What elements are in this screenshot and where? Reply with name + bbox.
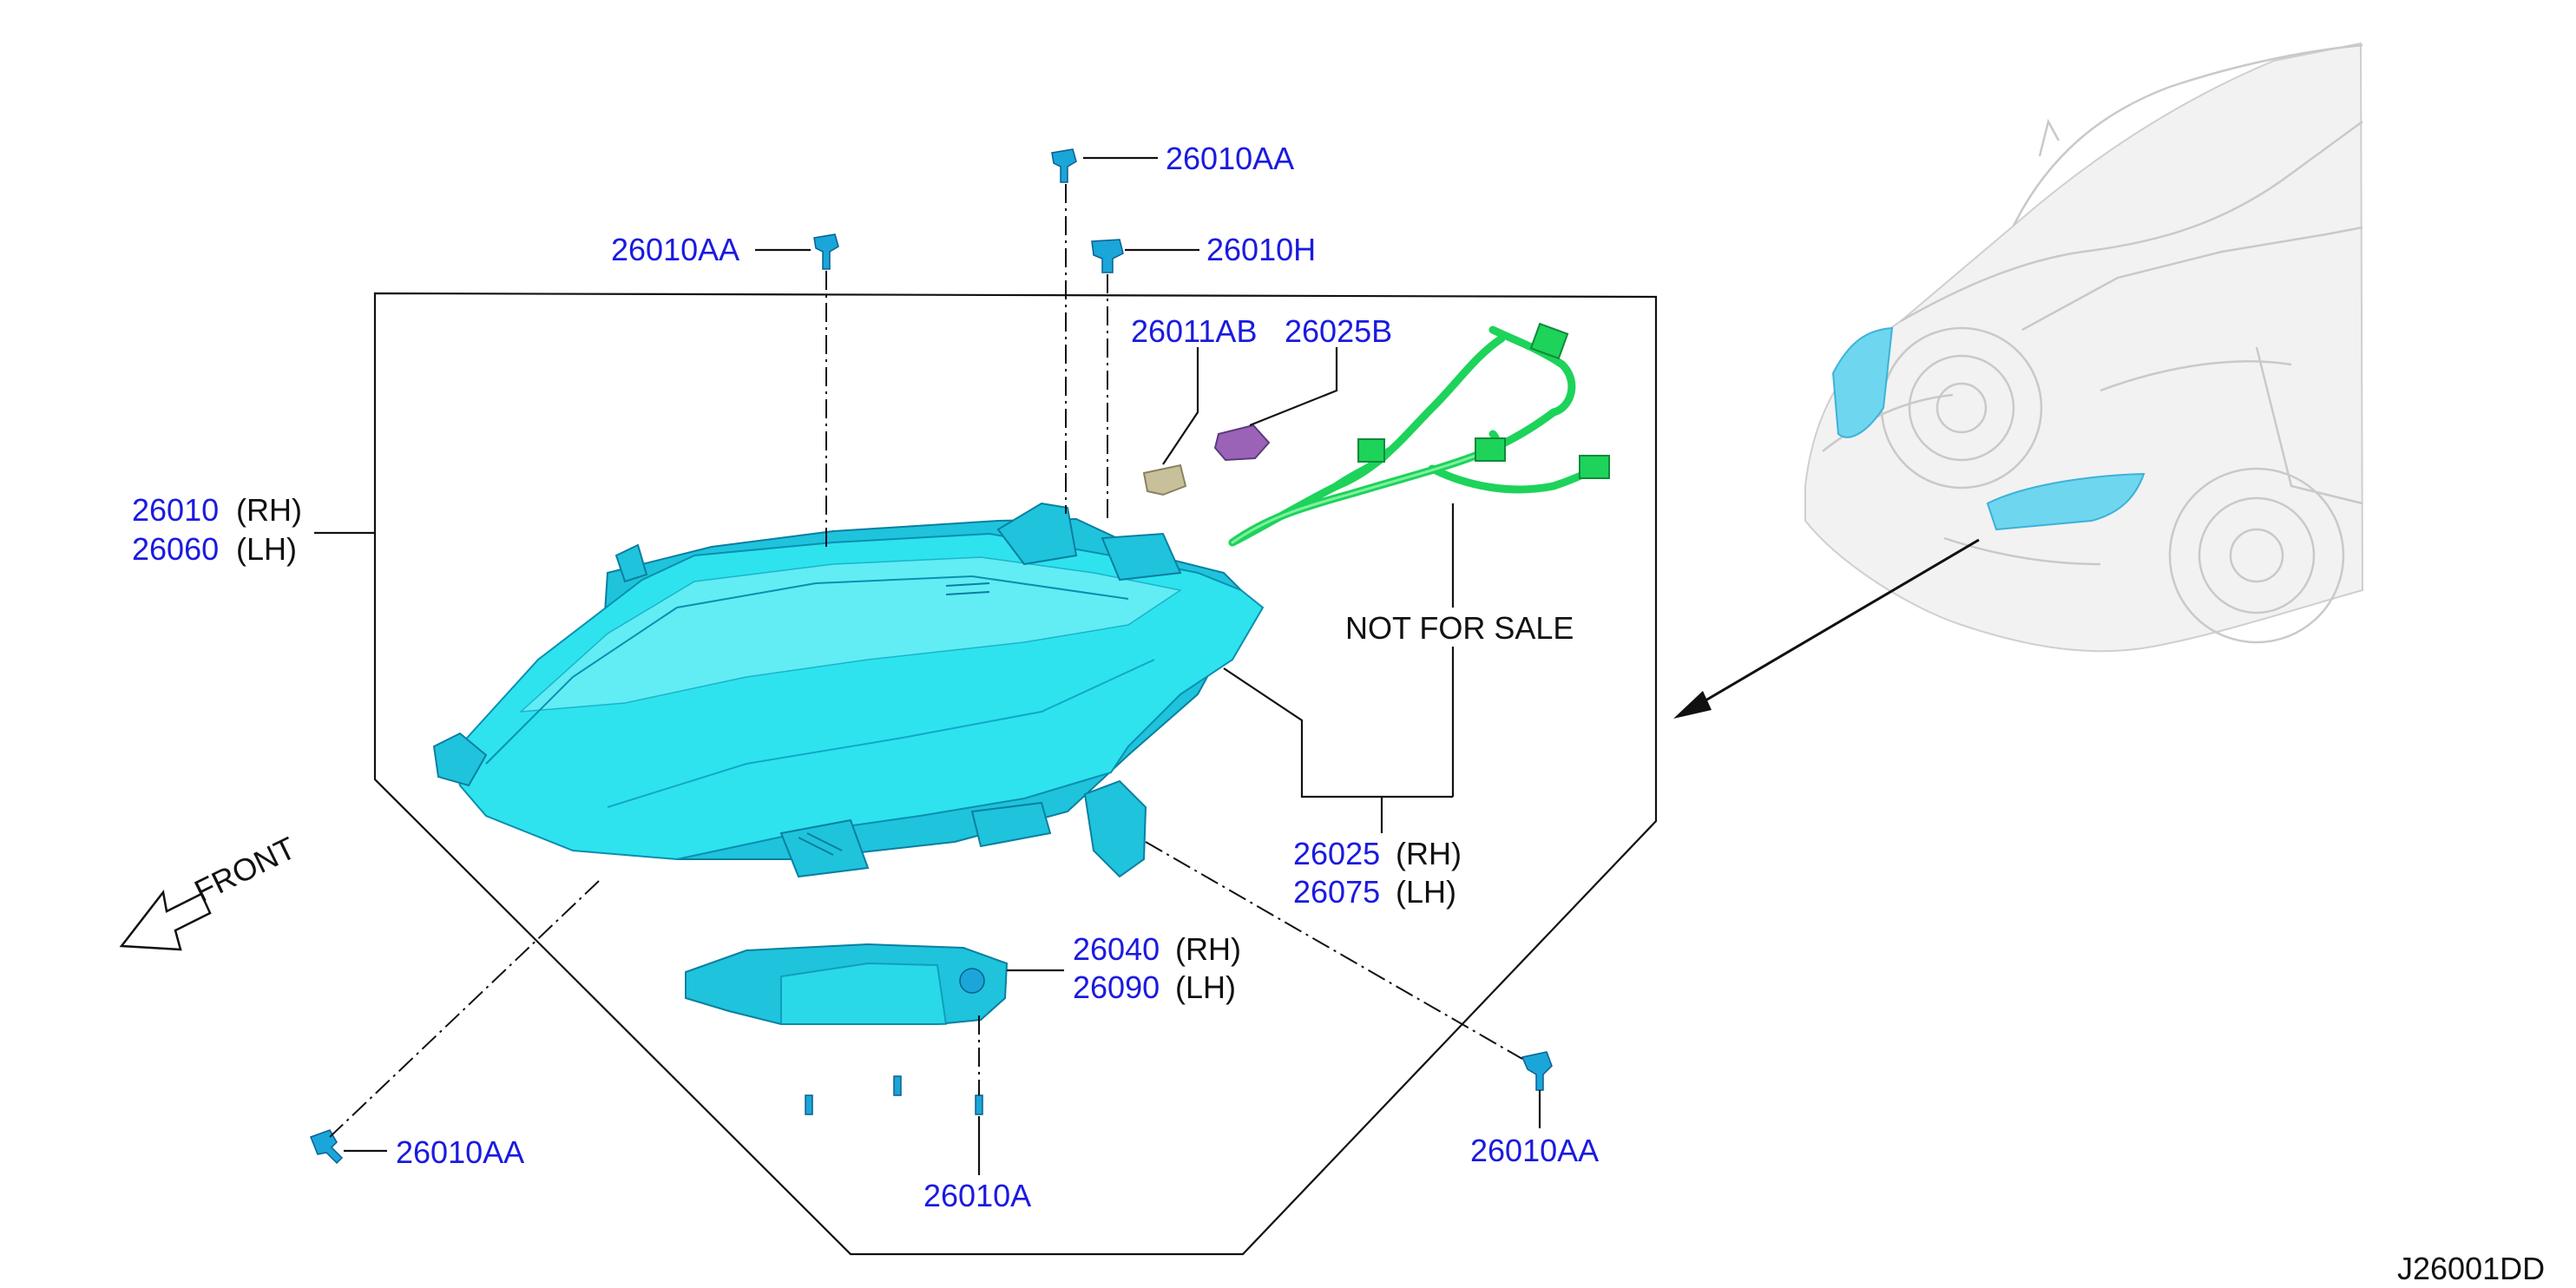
part-number-clip-top[interactable]: 26010H [1206, 232, 1316, 267]
suffix-module-lh: (LH) [1175, 969, 1236, 1005]
not-for-sale-note: NOT FOR SALE [1345, 610, 1574, 646]
location-arrow [1673, 538, 1980, 719]
suffix-headlamp-lh: (LH) [236, 531, 297, 567]
part-number-screw-bottom[interactable]: 26010A [923, 1178, 1031, 1213]
suffix-harness-rh: (RH) [1396, 836, 1462, 871]
front-direction-indicator: FRONT [119, 830, 301, 951]
part-number-bulb[interactable]: 26025B [1285, 313, 1392, 349]
bolt-icon [813, 233, 839, 270]
part-number-headlamp-rh[interactable]: 26010 [132, 492, 219, 528]
vehicle-location-illustration [1804, 42, 2364, 653]
bolt-icon [310, 1129, 344, 1165]
clip-icon [1091, 239, 1124, 273]
bracket-part[interactable] [1142, 463, 1187, 496]
bolt-icon [1051, 148, 1077, 183]
front-label: FRONT [189, 830, 301, 909]
screw-icon [805, 1075, 983, 1115]
wire-harness[interactable] [1228, 322, 1610, 547]
suffix-headlamp-rh: (RH) [236, 492, 302, 528]
part-number-module-rh[interactable]: 26040 [1073, 931, 1160, 967]
part-number-harness-rh[interactable]: 26025 [1293, 836, 1380, 871]
bolt-icon [1521, 1051, 1553, 1091]
part-number-bolt-top[interactable]: 26010AA [1166, 141, 1294, 176]
part-number-bracket[interactable]: 26011AB [1131, 313, 1257, 349]
part-number-bolt-bottom-right[interactable]: 26010AA [1470, 1133, 1599, 1168]
part-number-bolt-bottom-left[interactable]: 26010AA [396, 1134, 524, 1170]
suffix-harness-lh: (LH) [1396, 874, 1456, 910]
leader-lines [314, 156, 1541, 1175]
part-number-headlamp-lh[interactable]: 26060 [132, 531, 219, 567]
part-number-module-lh[interactable]: 26090 [1073, 969, 1160, 1005]
diagram-code: J26001DD [2397, 1251, 2545, 1286]
part-number-harness-lh[interactable]: 26075 [1293, 874, 1380, 910]
assembly-outline [373, 292, 1658, 1256]
suffix-module-rh: (RH) [1175, 931, 1241, 967]
light-module[interactable] [685, 943, 1009, 1025]
part-number-bolt-left-top[interactable]: 26010AA [611, 232, 739, 267]
headlamp-assembly[interactable] [432, 502, 1265, 878]
bulb-part[interactable] [1213, 424, 1271, 462]
